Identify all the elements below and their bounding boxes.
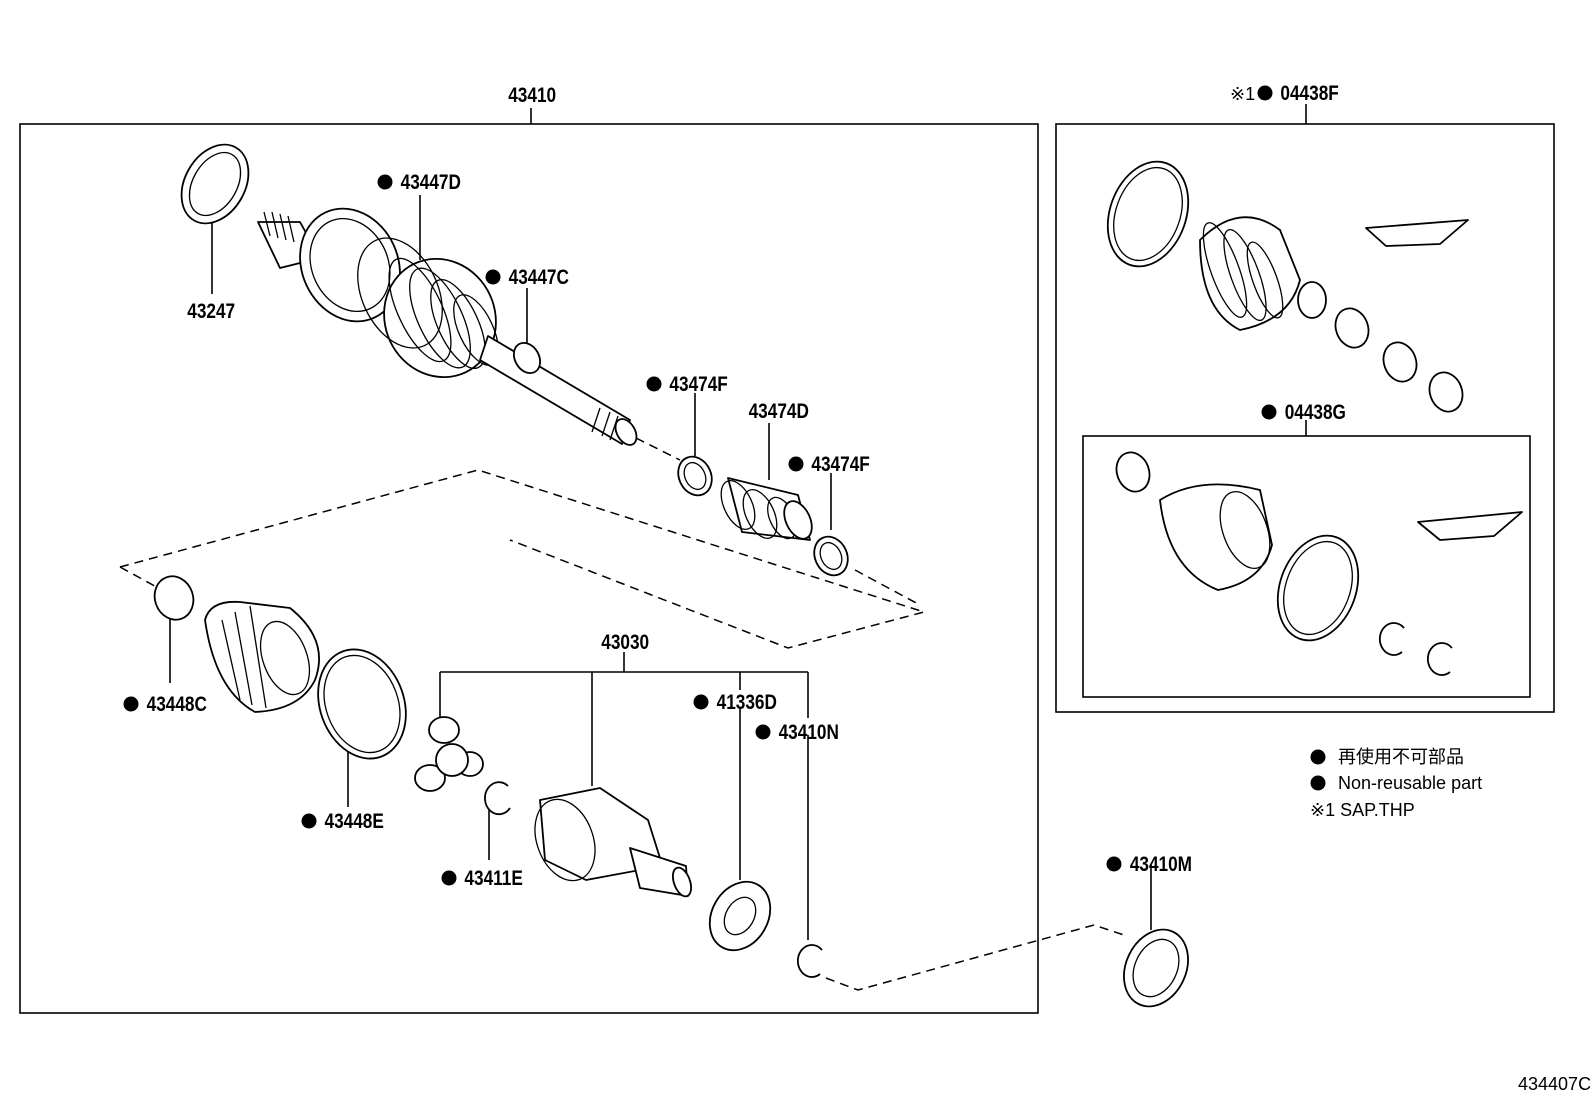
inner-joint-parts-icon: [153, 575, 823, 978]
label-43410N: 43410N: [779, 722, 839, 745]
label-04438F: 04438F: [1280, 83, 1339, 106]
label-41336D: 41336D: [717, 692, 777, 715]
boot-kit-04438F-icon: [1106, 160, 1469, 413]
figure-id: 434407C: [1518, 1074, 1591, 1094]
label-43447C: 43447C: [509, 267, 569, 290]
inner-boot-clamps-icon: [677, 455, 849, 577]
label-43030: 43030: [601, 632, 649, 655]
legend-non-reusable: Non-reusable part: [1338, 773, 1482, 793]
dashed-assembly-lines: [119, 437, 1128, 991]
main-assembly-frame: [19, 123, 1039, 1014]
label-43448C: 43448C: [147, 694, 207, 717]
label-43447D: 43447D: [401, 172, 461, 195]
label-43448E: 43448E: [325, 811, 385, 834]
label-43474D: 43474D: [749, 401, 809, 424]
kit-frame-outer: [1055, 123, 1555, 713]
label-43410: 43410: [508, 85, 556, 108]
label-04438G: 04438G: [1285, 402, 1346, 425]
label-43247: 43247: [187, 301, 235, 324]
drive-shaft-assembly-icon: [180, 143, 638, 446]
label-43474F-b: 43474F: [811, 454, 870, 477]
legend-japanese: 再使用不可部品: [1338, 747, 1464, 767]
label-43410M: 43410M: [1130, 854, 1192, 877]
legend-note: ※1 SAP.THP: [1310, 800, 1415, 820]
label-43474F-a: 43474F: [669, 374, 728, 397]
non-reusable-dots: [123, 85, 1326, 886]
seal-43410M-icon: [1123, 928, 1189, 1008]
label-43411E: 43411E: [464, 868, 523, 891]
label-04438F-prefix: ※1: [1230, 84, 1255, 104]
boot-kit-04438G-icon: [1115, 451, 1523, 676]
